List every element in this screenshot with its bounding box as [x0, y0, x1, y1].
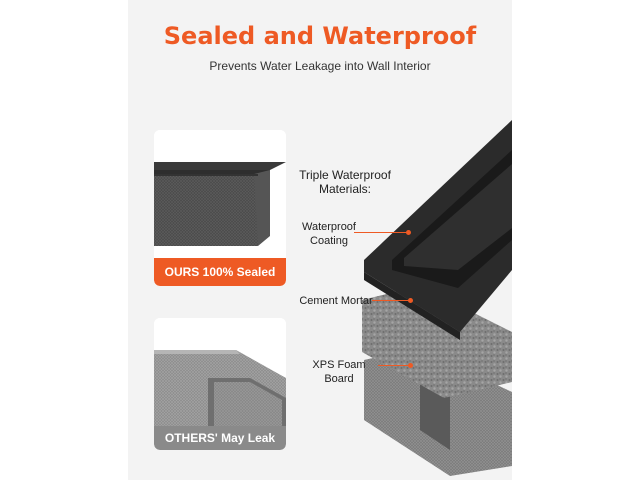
waterproof-coating-label: Waterproof Coating: [301, 221, 356, 247]
foam-pointer-dot: [408, 363, 413, 368]
mortar-pointer-dot: [408, 298, 413, 303]
waterproof-layers-diagram: [362, 120, 512, 476]
sealed-board-image: [154, 130, 286, 260]
layers-heading: Triple Waterproof Materials:: [299, 168, 391, 196]
others-leak-card: OTHERS' May Leak: [154, 318, 286, 450]
page-subtitle: Prevents Water Leakage into Wall Interio…: [209, 59, 431, 73]
xps-foam-board-label: XPS Foam Board: [312, 359, 366, 385]
ours-sealed-card: OURS 100% Sealed: [154, 130, 286, 286]
mortar-pointer-line: [372, 300, 410, 301]
cement-mortar-label: Cement Mortar: [299, 295, 373, 307]
others-leak-badge: OTHERS' May Leak: [154, 426, 286, 450]
coating-pointer-dot: [406, 230, 411, 235]
unsealed-board-image: [154, 318, 286, 426]
page-title: Sealed and Waterproof: [163, 22, 477, 50]
coating-pointer-line: [354, 232, 408, 233]
foam-pointer-line: [378, 365, 410, 366]
ours-sealed-badge: OURS 100% Sealed: [154, 258, 286, 286]
